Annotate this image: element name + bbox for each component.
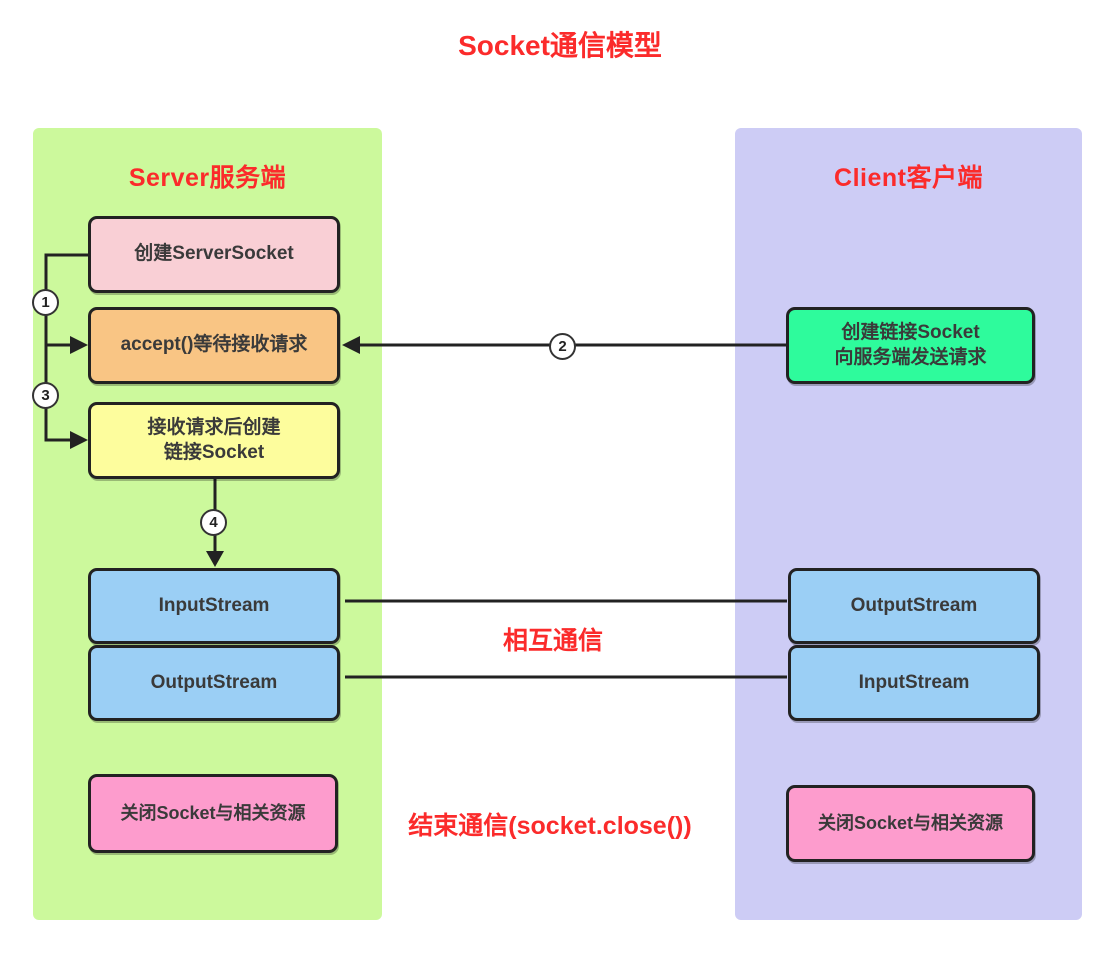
node-client-close-label: 关闭Socket与相关资源 <box>817 812 1004 833</box>
step-3-badge: 3 <box>32 382 59 409</box>
node-client-outputstream-label: OutputStream <box>850 594 978 616</box>
node-create-link-line2: 链接Socket <box>163 441 265 463</box>
step-2-badge: 2 <box>549 333 576 360</box>
node-client-inputstream: InputStream <box>788 645 1040 721</box>
node-accept: accept()等待接收请求 <box>88 307 340 384</box>
end-communication-label: 结束通信(socket.close()) <box>408 812 692 840</box>
node-create-serversocket-label: 创建ServerSocket <box>134 243 294 265</box>
node-create-link-socket: 接收请求后创建 链接Socket <box>88 402 340 479</box>
step-4-badge: 4 <box>200 509 227 536</box>
node-server-close: 关闭Socket与相关资源 <box>88 774 338 853</box>
node-server-inputstream-label: InputStream <box>158 594 270 616</box>
diagram-title: Socket通信模型 <box>458 30 662 61</box>
node-server-close-label: 关闭Socket与相关资源 <box>120 802 306 823</box>
mutual-communication-label: 相互通信 <box>502 627 604 655</box>
node-client-create-line1: 创建链接Socket <box>841 321 980 343</box>
node-server-outputstream: OutputStream <box>88 645 340 721</box>
node-accept-label: accept()等待接收请求 <box>120 334 308 356</box>
node-client-create-socket: 创建链接Socket 向服务端发送请求 <box>786 307 1035 384</box>
node-client-close: 关闭Socket与相关资源 <box>786 785 1035 862</box>
step-1-badge: 1 <box>32 289 59 316</box>
node-client-outputstream: OutputStream <box>788 568 1040 644</box>
client-panel-title: Client客户端 <box>834 164 983 192</box>
node-create-link-line1: 接收请求后创建 <box>147 416 281 438</box>
node-client-create-line2: 向服务端发送请求 <box>834 346 987 368</box>
node-client-inputstream-label: InputStream <box>858 671 970 693</box>
node-server-outputstream-label: OutputStream <box>150 671 278 693</box>
node-server-inputstream: InputStream <box>88 568 340 644</box>
node-create-serversocket: 创建ServerSocket <box>88 216 340 293</box>
server-panel-title: Server服务端 <box>128 164 287 192</box>
